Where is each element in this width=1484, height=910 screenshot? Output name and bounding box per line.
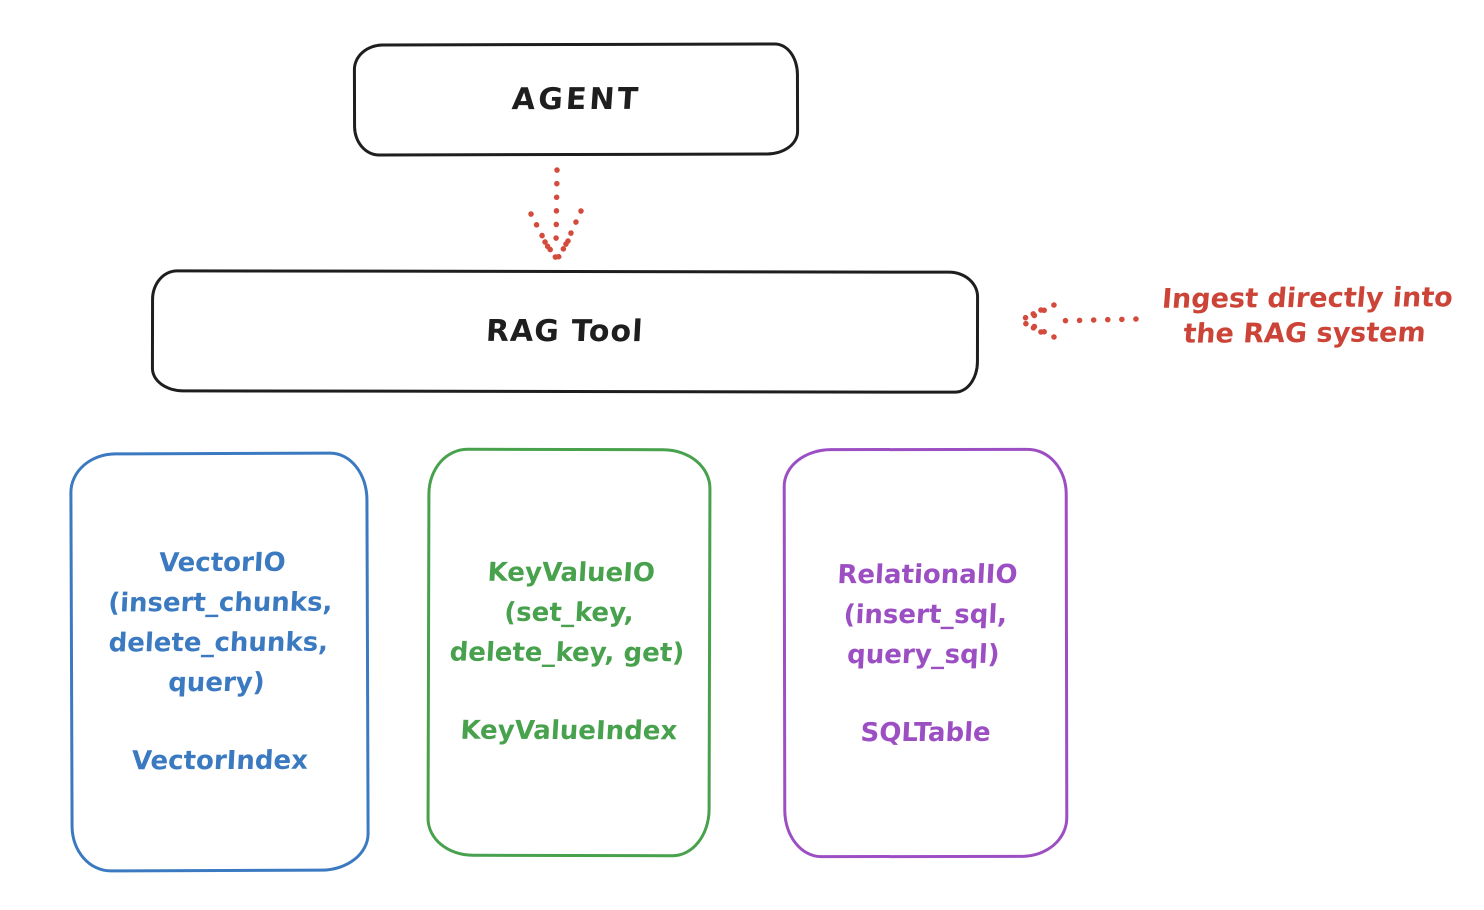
agent-node: AGENT xyxy=(352,42,800,157)
relational-io-line-3: query_sql) xyxy=(846,639,1001,671)
keyvalue-io-node: KeyValueIO (set_key, delete_key, get) Ke… xyxy=(426,447,712,858)
vector-io-line-1: VectorIO xyxy=(158,547,287,579)
vector-io-signature: VectorIO (insert_chunks, delete_chunks, … xyxy=(69,542,370,703)
annotation-line-2: the RAG system xyxy=(1182,317,1427,350)
keyvalue-io-signature: KeyValueIO (set_key, delete_key, get) xyxy=(427,553,712,674)
keyvalue-io-line-1: KeyValueIO xyxy=(486,557,656,589)
vector-index-label: VectorIndex xyxy=(131,745,309,777)
annotation-line-1: Ingest directly into xyxy=(1160,282,1455,315)
vector-io-line-2: (insert_chunks, xyxy=(107,587,334,619)
vector-io-line-4: query) xyxy=(167,667,266,699)
rag-tool-label: RAG Tool xyxy=(485,313,645,350)
keyvalue-io-line-3: delete_key, get) xyxy=(448,637,685,669)
vector-io-node: VectorIO (insert_chunks, delete_chunks, … xyxy=(69,451,370,873)
agent-to-rag-arrow-icon xyxy=(528,167,584,261)
sql-table-label: SQLTable xyxy=(859,717,992,749)
ingest-annotation-arrow-icon xyxy=(1018,302,1139,340)
vector-io-line-3: delete_chunks, xyxy=(107,627,329,659)
keyvalue-io-line-2: (set_key, xyxy=(503,597,635,629)
relational-io-node: RelationalIO (insert_sql, query_sql) SQL… xyxy=(782,447,1069,859)
rag-tool-node: RAG Tool xyxy=(150,269,980,394)
ingest-annotation: Ingest directly into the RAG system xyxy=(1135,280,1477,352)
relational-io-line-2: (insert_sql, xyxy=(842,599,1008,631)
keyvalue-index-label: KeyValueIndex xyxy=(459,715,679,747)
relational-io-line-1: RelationalIO xyxy=(836,559,1019,591)
relational-io-signature: RelationalIO (insert_sql, query_sql) xyxy=(783,555,1068,675)
agent-label: AGENT xyxy=(510,81,642,118)
